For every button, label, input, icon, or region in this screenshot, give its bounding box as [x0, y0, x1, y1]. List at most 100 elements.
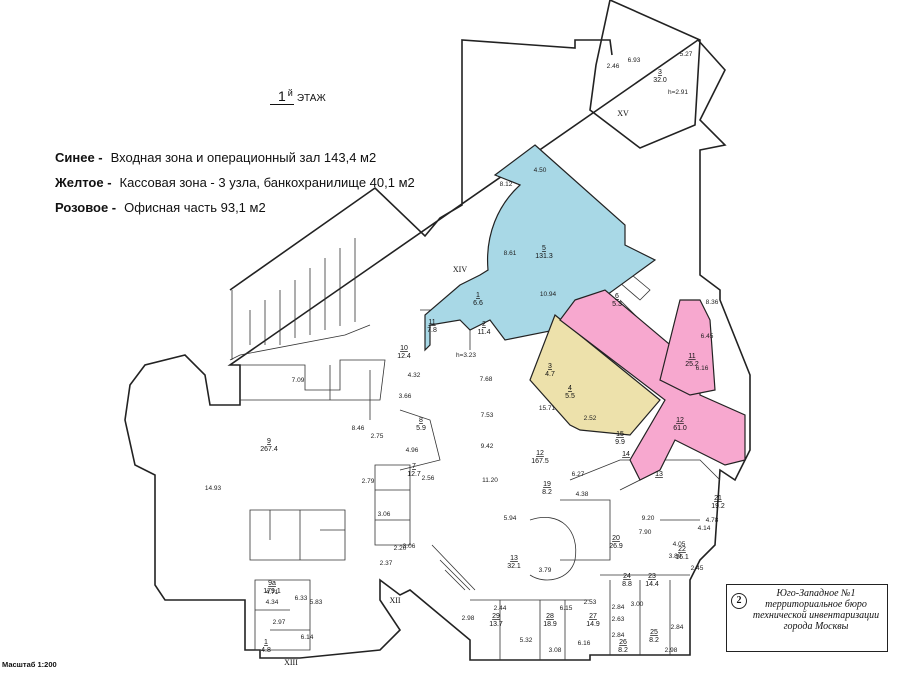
dimension-9: 6.27 — [572, 471, 585, 478]
room-number-17: 8 — [419, 417, 423, 424]
dimension-34: 6.16 — [696, 365, 709, 372]
room-number-10: 12 — [676, 417, 684, 424]
dimension-19: 2.56 — [422, 475, 435, 482]
room-area-32: 4.8 — [261, 647, 271, 654]
dimension-33: 6.45 — [701, 333, 714, 340]
dimension-20: 2.79 — [362, 478, 375, 485]
room-number-13: 12 — [536, 450, 544, 457]
room-number-27: 29 — [492, 613, 500, 620]
room-number-2: 1 — [476, 292, 480, 299]
room-number-4: 2 — [482, 321, 486, 328]
room-area-23: 14.4 — [645, 581, 659, 588]
room-number-31: 25 — [650, 629, 658, 636]
section-marker-3: XII — [389, 596, 400, 605]
section-marker-4: XIII — [284, 658, 298, 667]
dimension-21: 3.06 — [378, 511, 391, 518]
dimension-51: 2.98 — [665, 647, 678, 654]
dimension-37: 4.14 — [698, 525, 711, 532]
stamp-number: 2 — [731, 593, 747, 609]
zone-area-4 — [659, 299, 716, 396]
dimension-31: 4.32 — [408, 372, 421, 379]
room-number-23: 23 — [648, 573, 656, 580]
dimension-10: 11.20 — [482, 477, 498, 484]
room-number-24: 24 — [623, 573, 631, 580]
dimension-11: 5.94 — [504, 515, 517, 522]
room-number-20: 20 — [612, 535, 620, 542]
dimension-58: 2.46 — [607, 63, 620, 70]
dimension-labels: 8.124.508.6110.947.687.539.4215.716.2711… — [205, 51, 719, 654]
room-number-5: 6 — [615, 293, 619, 300]
room-area-28: 18.9 — [543, 621, 557, 628]
dimension-32: 2.52 — [584, 415, 597, 422]
floor-number-suffix: й — [287, 88, 293, 98]
room-number-19: 13 — [510, 555, 518, 562]
room-area-8: 9.9 — [615, 439, 625, 446]
dimension-59: 4.38 — [576, 491, 589, 498]
dimension-15: 14.93 — [205, 485, 222, 492]
section-marker-2: XV — [617, 109, 629, 118]
stamp-line-2: территориальное бюро — [765, 599, 867, 610]
dimension-27: 2.97 — [273, 619, 286, 626]
dimension-42: 7.90 — [639, 529, 652, 536]
dimension-52: 2.44 — [494, 605, 507, 612]
dimension-3: 8.61 — [504, 250, 517, 257]
room-number-16: 10 — [400, 345, 408, 352]
room-number-6: 3 — [548, 363, 552, 370]
dimension-25: 4.71 — [266, 589, 279, 596]
room-number-7: 4 — [568, 385, 572, 392]
dimension-12: 3.79 — [539, 567, 552, 574]
dimension-38: 4.78 — [706, 517, 719, 524]
room-area-17: 5.9 — [416, 425, 426, 432]
height-mark-2: h=2.91 — [668, 89, 688, 96]
room-area-30: 8.2 — [618, 647, 628, 654]
room-number-14: 9 — [267, 438, 271, 445]
room-labels: 5131.316.6117.8211.465.334.745.5159.9112… — [260, 69, 725, 654]
dimension-49: 3.00 — [631, 601, 644, 608]
room-number-18: 7 — [412, 463, 416, 470]
zone-area-2 — [529, 314, 661, 436]
dimension-28: 5.83 — [310, 599, 323, 606]
legend-pink-text: Офисная часть 93,1 м2 — [124, 200, 266, 215]
height-mark-1: h=3.23 — [456, 352, 476, 359]
room-area-16: 12.4 — [397, 353, 411, 360]
legend-pink: Розовое - Офисная часть 93,1 м2 — [55, 200, 266, 215]
dimension-53: 2.98 — [462, 615, 475, 622]
room-number-22: 22 — [678, 546, 686, 553]
dimension-40: 4.05 — [673, 541, 686, 548]
dimension-57: 5.27 — [680, 51, 693, 58]
room-number-15: 9а — [268, 580, 276, 587]
dimension-39: 2.45 — [691, 565, 704, 572]
room-number-3: 11 — [428, 319, 435, 326]
legend-blue-text: Входная зона и операционный зал 143,4 м2 — [110, 150, 377, 165]
legend-yellow: Желтое -Кассовая зона - 3 узла, банкохра… — [55, 175, 415, 190]
room-number-25: 19 — [543, 481, 551, 488]
room-number-30: 26 — [619, 639, 627, 646]
dimension-47: 2.84 — [612, 604, 625, 611]
room-number-21: 21 — [714, 495, 722, 502]
room-area-24: 8.8 — [622, 581, 632, 588]
dimension-44: 6.15 — [560, 605, 573, 612]
stamp-line-1: Юго-Западное №1 — [776, 588, 856, 599]
dimension-56: 6.93 — [628, 57, 641, 64]
dimension-55: 2.84 — [671, 624, 684, 631]
dimension-30: 6.14 — [301, 634, 314, 641]
legend-pink-name: Розовое - — [55, 200, 117, 215]
room-area-5: 5.3 — [612, 301, 622, 308]
room-area-7: 5.5 — [565, 393, 575, 400]
dimension-26: 4.34 — [266, 599, 279, 606]
dimension-43: 2.53 — [584, 599, 597, 606]
dimension-41: 3.80 — [669, 553, 682, 560]
room-area-13: 167.5 — [531, 458, 549, 465]
dimension-36: 9.20 — [642, 515, 655, 522]
dimension-48: 2.63 — [612, 616, 625, 623]
room-area-29: 14.9 — [586, 621, 600, 628]
dimension-17: 2.75 — [371, 433, 384, 440]
dimension-2: 4.50 — [534, 167, 547, 174]
room-area-14: 267.4 — [260, 446, 278, 453]
dimension-45: 3.08 — [549, 647, 562, 654]
legend-yellow-name: Желтое - — [55, 175, 112, 190]
floor-word: ЭТАЖ — [296, 93, 326, 104]
room-area-26: 32.0 — [653, 77, 667, 84]
room-area-1: 131.3 — [535, 253, 553, 260]
